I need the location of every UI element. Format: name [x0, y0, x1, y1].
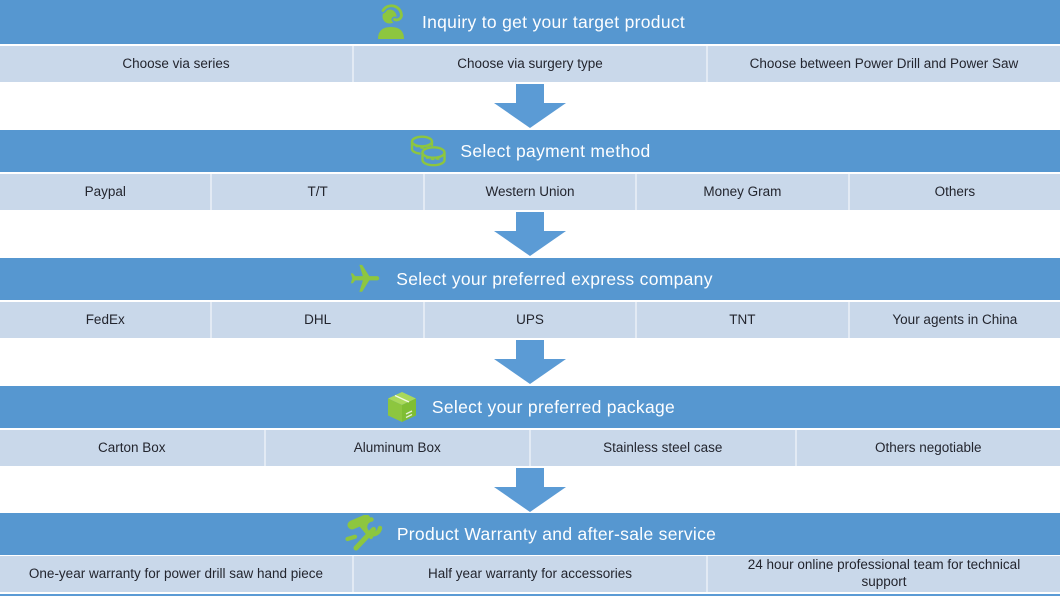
down-arrow-stem	[516, 84, 544, 103]
step-package: Select your preferred package Carton Box…	[0, 386, 1060, 466]
down-arrow	[0, 82, 1060, 130]
options-row-package: Carton Box Aluminum Box Stainless steel …	[0, 430, 1060, 466]
step-title: Select payment method	[460, 140, 651, 161]
down-arrow	[0, 338, 1060, 386]
options-row-inquiry: Choose via series Choose via surgery typ…	[0, 46, 1060, 82]
step-title: Inquiry to get your target product	[421, 11, 686, 32]
option-cell: FedEx	[85, 311, 125, 327]
options-row-warranty: One-year warranty for power drill saw ha…	[0, 556, 1060, 592]
step-header-warranty: Product Warranty and after-sale service	[0, 513, 1060, 555]
down-arrow-head	[494, 359, 566, 384]
down-arrow-head	[494, 231, 566, 256]
step-header-package: Select your preferred package	[0, 386, 1060, 428]
support-person-icon	[375, 4, 409, 40]
bottom-border	[0, 594, 1060, 596]
option-cell: Choose via series	[122, 55, 230, 71]
down-arrow-stem	[516, 468, 544, 487]
step-header-payment: Select payment method	[0, 130, 1060, 172]
option-cell: DHL	[210, 302, 422, 338]
down-arrow	[0, 466, 1060, 513]
option-cell: Others	[847, 174, 1060, 210]
step-express: Select your preferred express company Fe…	[0, 258, 1060, 338]
option-cell: Half year warranty for accessories	[352, 556, 706, 592]
option-cell: Money Gram	[635, 174, 847, 210]
step-title: Select your preferred package	[431, 396, 676, 417]
step-inquiry: Inquiry to get your target product Choos…	[0, 0, 1060, 82]
option-cell: Choose via surgery type	[352, 46, 706, 82]
option-cell: Others negotiable	[794, 430, 1060, 466]
option-cell: Stainless steel case	[529, 430, 795, 466]
step-warranty: Product Warranty and after-sale service …	[0, 513, 1060, 592]
step-payment: Select payment method Paypal T/T Western…	[0, 130, 1060, 210]
coins-icon	[409, 134, 447, 168]
option-cell: Paypal	[84, 183, 126, 199]
step-title: Select your preferred express company	[396, 268, 713, 289]
option-cell: One-year warranty for power drill saw ha…	[28, 565, 324, 581]
down-arrow	[0, 210, 1060, 258]
down-arrow-head	[494, 487, 566, 512]
option-cell: Aluminum Box	[263, 430, 530, 466]
package-box-icon	[385, 390, 419, 424]
step-title: Product Warranty and after-sale service	[396, 523, 717, 544]
options-row-express: FedEx DHL UPS TNT Your agents in China	[0, 302, 1060, 338]
option-cell: TNT	[635, 302, 847, 338]
option-cell: T/T	[210, 174, 422, 210]
step-header-inquiry: Inquiry to get your target product	[0, 0, 1060, 44]
option-cell: Your agents in China	[847, 302, 1060, 338]
step-header-express: Select your preferred express company	[0, 258, 1060, 300]
tools-icon	[344, 515, 384, 553]
down-arrow-stem	[516, 340, 544, 359]
option-cell: 24 hour online professional team for tec…	[706, 556, 1060, 592]
option-cell: Carton Box	[97, 439, 166, 455]
down-arrow-stem	[516, 212, 544, 231]
option-cell: Choose between Power Drill and Power Saw	[706, 46, 1060, 82]
option-cell: Western Union	[422, 174, 635, 210]
options-row-payment: Paypal T/T Western Union Money Gram Othe…	[0, 174, 1060, 210]
airplane-icon	[347, 262, 383, 296]
option-cell: UPS	[422, 302, 635, 338]
down-arrow-head	[494, 103, 566, 128]
